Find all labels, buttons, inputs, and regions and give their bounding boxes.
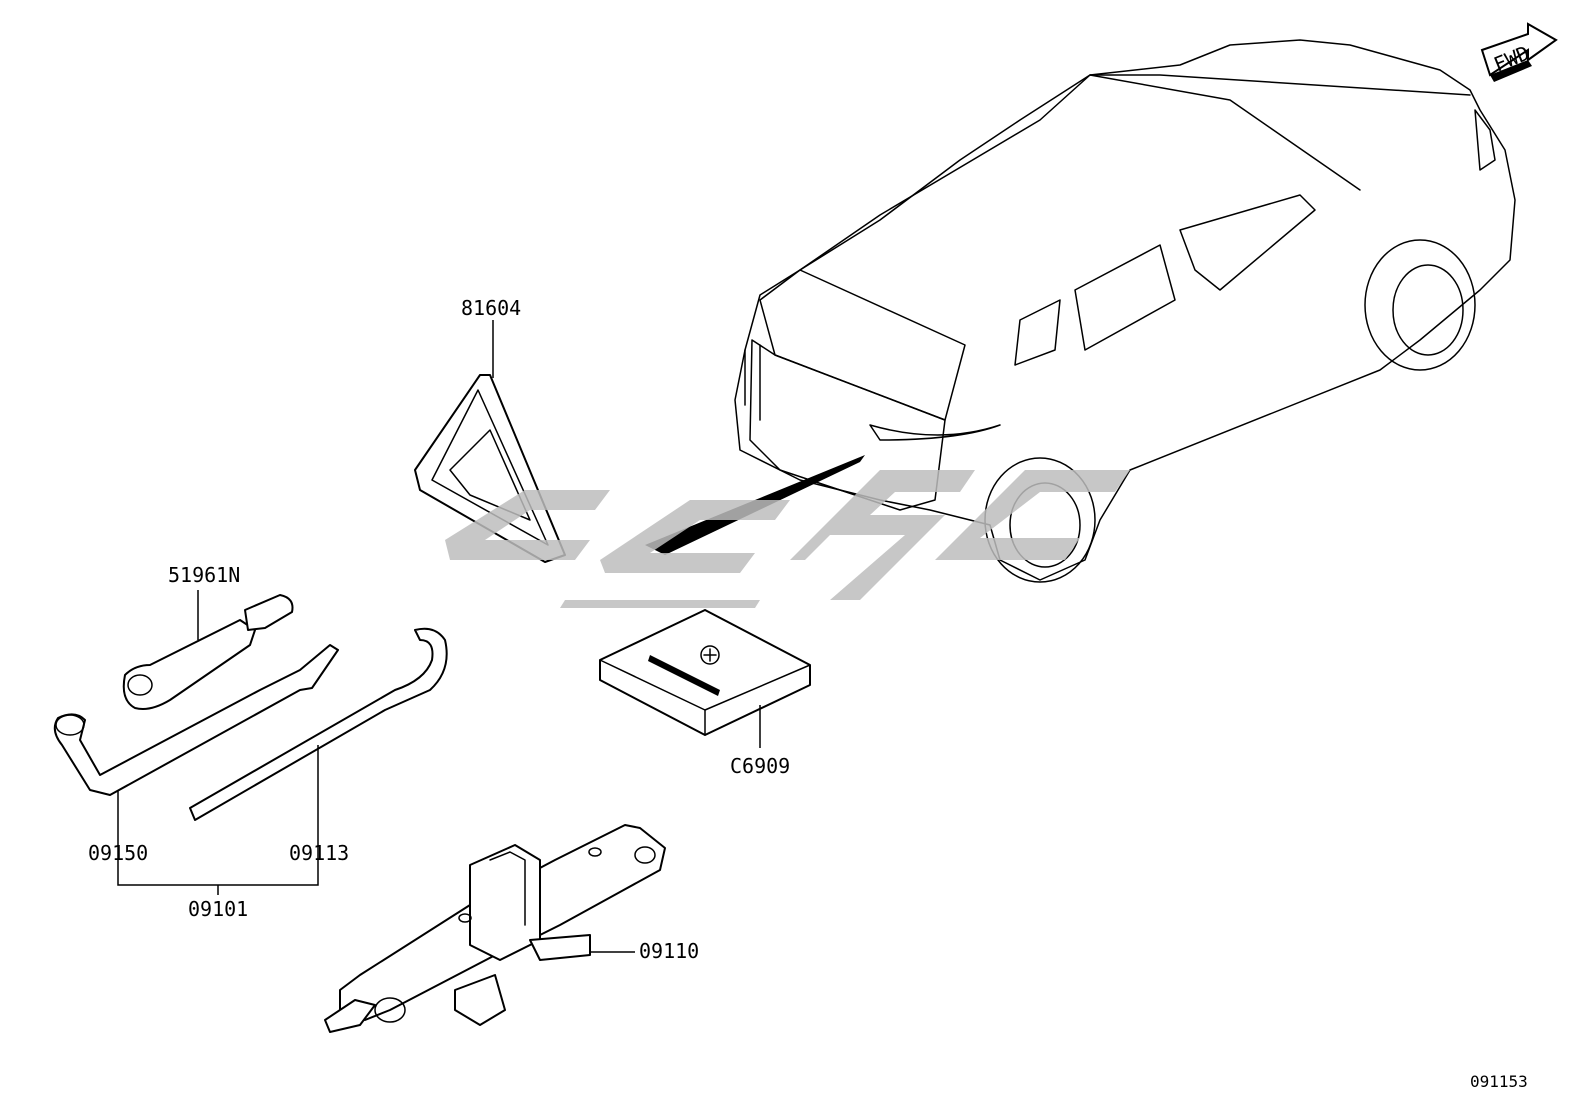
scissor-jack: 09110 [324,824,699,1033]
jack-handle: 09113 [189,627,448,882]
first-aid-kit: C6909 [599,609,811,778]
callout-51961N: 51961N [168,563,240,587]
callout-09101: 09101 [188,897,248,921]
callout-C6909: C6909 [730,754,790,778]
callout-81604: 81604 [461,296,521,320]
wheel-wrench: 51961N [122,563,294,710]
callout-09150: 09150 [88,841,148,865]
figure-number: 091153 [1470,1072,1528,1091]
callout-09113: 09113 [289,841,349,865]
callout-09110: 09110 [639,939,699,963]
fwd-arrow-icon: FWD [1480,22,1558,82]
tool-set-bracket: 09101 [117,882,319,921]
lug-wrench: 09150 [53,644,339,882]
watermark-logo [445,470,1130,608]
warning-triangle: 81604 [414,296,566,563]
